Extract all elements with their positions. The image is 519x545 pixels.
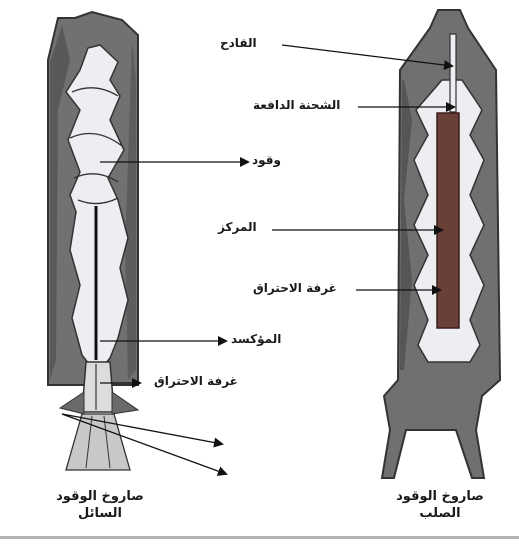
solid-fuel-rocket <box>382 10 500 478</box>
label-fuel: وقود <box>252 153 281 167</box>
label-combustion-chamber-solid: غرفة الاحتراق <box>253 281 337 295</box>
bottom-rule <box>0 536 519 539</box>
liquid-combustion-chamber <box>82 362 114 412</box>
label-igniter: القادح <box>220 36 257 50</box>
solid-igniter <box>450 34 456 112</box>
liquid-fin-left <box>60 392 84 414</box>
caption-solid-line2: الصلب <box>380 505 500 522</box>
label-core: المركز <box>218 220 257 234</box>
caption-liquid-line2: السائل <box>40 505 160 522</box>
caption-liquid-rocket: صاروخ الوقود السائل <box>40 488 160 522</box>
label-combustion-chamber-liquid: غرفة الاحتراق <box>154 374 238 388</box>
caption-liquid-line1: صاروخ الوقود <box>40 488 160 505</box>
liquid-fuel-rocket <box>48 12 138 470</box>
label-oxidizer: المؤكسد <box>231 332 281 346</box>
label-propellant-charge: الشحنة الدافعة <box>253 98 340 112</box>
caption-solid-rocket: صاروخ الوقود الصلب <box>380 488 500 522</box>
solid-core <box>437 113 459 328</box>
caption-solid-line1: صاروخ الوقود <box>380 488 500 505</box>
liquid-exhaust-nozzle <box>66 414 130 470</box>
liquid-fin-right <box>112 392 138 414</box>
